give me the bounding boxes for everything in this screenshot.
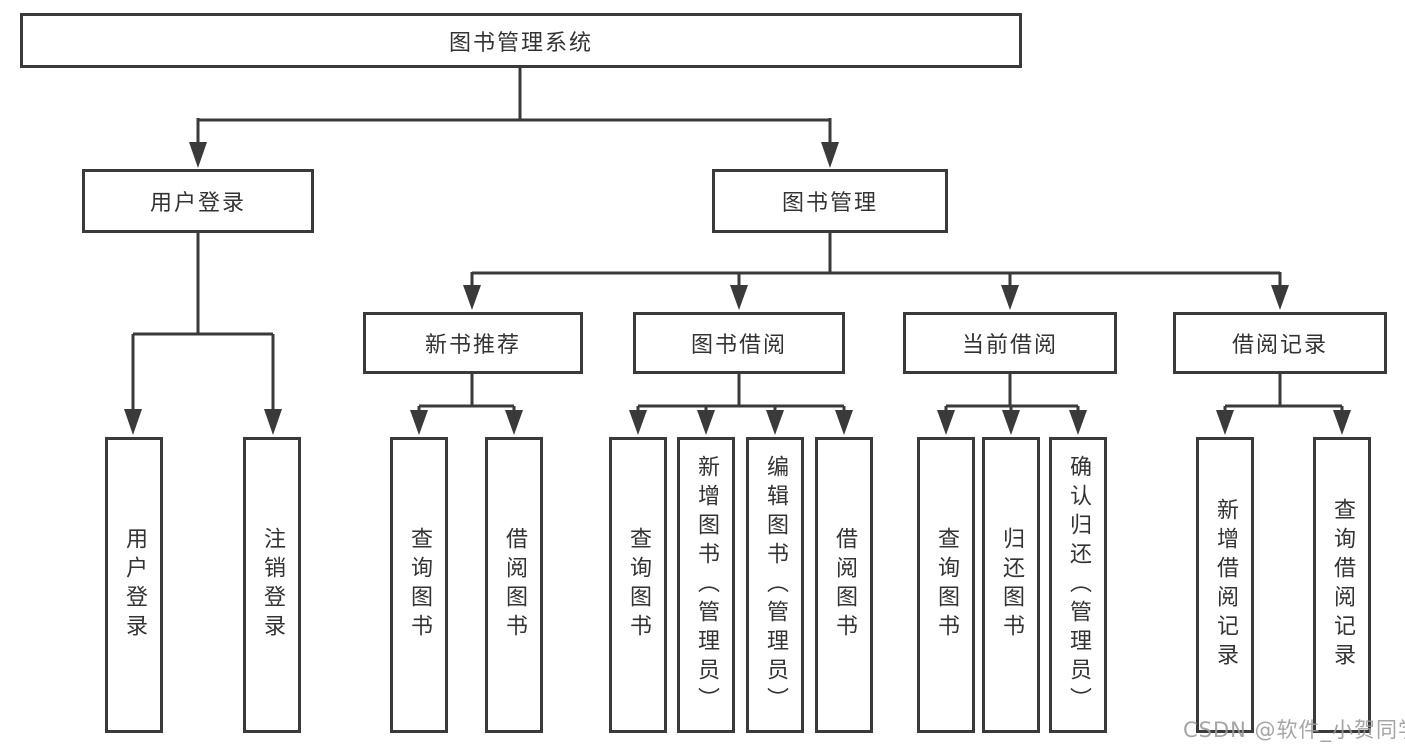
leaf-return-books: 归还图书 [982,437,1040,733]
leaf-add-books-admin: 新增图书（管理员） [677,437,735,733]
leaf-label: 新增图书（管理员） [694,454,719,716]
leaf-label: 查询图书 [407,527,432,643]
arrowheads [124,142,1351,435]
leaf-label: 查询图书 [934,527,959,643]
node-label: 用户登录 [149,191,246,216]
node-label: 图书管理 [781,191,878,216]
node-borrowing-records: 借阅记录 [1173,312,1387,374]
leaf-label: 确认归还（管理员） [1066,454,1091,716]
node-label: 借阅记录 [1231,333,1328,358]
leaf-label: 查询图书 [626,527,651,643]
leaf-query-books-recommend: 查询图书 [390,437,448,733]
node-label: 新书推荐 [424,333,521,358]
leaf-query-books-current: 查询图书 [917,437,975,733]
leaf-label: 用户登录 [122,527,147,643]
leaf-label: 编辑图书（管理员） [763,454,788,716]
leaf-query-borrow-record: 查询借阅记录 [1313,437,1371,733]
node-label: 当前借阅 [961,333,1058,358]
node-user-login: 用户登录 [82,169,314,233]
leaf-confirm-return-admin: 确认归还（管理员） [1049,437,1107,733]
node-new-book-recommendation: 新书推荐 [363,312,583,374]
leaf-edit-books-admin: 编辑图书（管理员） [746,437,804,733]
leaf-label: 注销登录 [260,527,285,643]
leaf-query-books-borrow: 查询图书 [609,437,667,733]
leaf-borrow-books-recommend: 借阅图书 [485,437,543,733]
leaf-label: 新增借阅记录 [1213,498,1238,672]
leaf-label: 借阅图书 [502,527,527,643]
leaf-label: 查询借阅记录 [1330,498,1355,672]
leaf-logout-login: 注销登录 [243,437,301,733]
leaf-borrow-books: 借阅图书 [815,437,873,733]
node-library-system: 图书管理系统 [20,13,1022,68]
node-current-borrowing: 当前借阅 [903,312,1117,374]
node-book-borrowing: 图书借阅 [633,312,845,374]
leaf-add-borrow-record: 新增借阅记录 [1196,437,1254,733]
leaf-label: 归还图书 [999,527,1024,643]
node-label: 图书借阅 [690,333,787,358]
node-label: 图书管理系统 [448,30,593,56]
csdn-watermark: CSDN @软件_小贺同学 [1183,718,1405,742]
node-book-management: 图书管理 [712,169,948,233]
leaf-label: 借阅图书 [832,527,857,643]
leaf-user-login: 用户登录 [105,437,163,733]
